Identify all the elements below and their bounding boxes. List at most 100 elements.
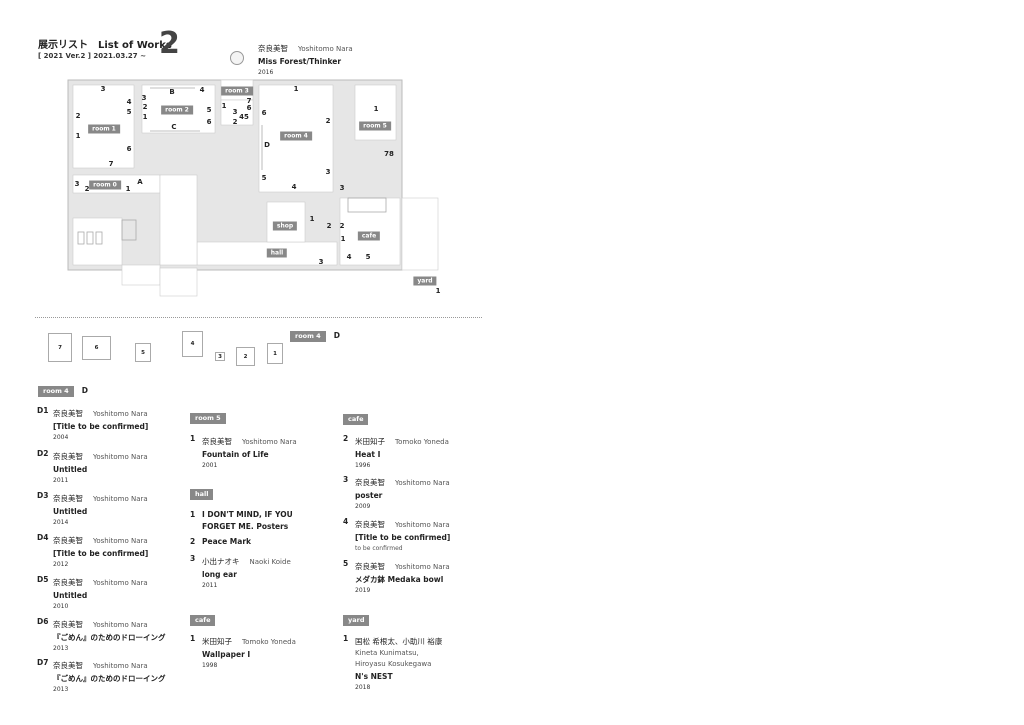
artist-en: Yoshitomo Nara — [242, 438, 297, 446]
work-year: 2013 — [53, 686, 69, 693]
artist-jp: 奈良美智 — [202, 437, 232, 446]
work-title: Peace Mark — [202, 537, 251, 546]
room-label: room 1 — [88, 124, 120, 134]
plan-marker: 7 — [246, 97, 252, 105]
work-number: 2 — [343, 434, 349, 443]
plan-marker: 4 — [199, 86, 205, 94]
artist-jp: 奈良美智 — [53, 452, 83, 461]
floor-plan-drawing — [67, 79, 439, 297]
plan-marker: 1 — [142, 113, 148, 121]
room5-tag: room 5 — [190, 413, 226, 424]
artist-en: Yoshitomo Nara — [93, 537, 148, 545]
artist-en: Yoshitomo Nara — [395, 479, 450, 487]
work-number: D3 — [37, 491, 49, 500]
plan-marker: 1 — [309, 215, 315, 223]
room-label: yard — [413, 276, 437, 286]
work-year: 2009 — [355, 503, 371, 510]
cafe-tag: cafe — [190, 615, 216, 626]
artist-jp: 小出ナオキ — [202, 557, 240, 566]
plan-marker: 7 — [108, 160, 114, 168]
artist-line: 奈良美智 Yoshitomo Nara — [53, 657, 166, 673]
title-jp: 展示リスト — [38, 40, 88, 51]
divider — [35, 317, 482, 318]
plan-marker: D — [264, 141, 270, 149]
work-title: Fountain of Life — [202, 449, 269, 459]
room-label: room 5 — [359, 121, 391, 131]
plan-marker: 1 — [293, 85, 299, 93]
work-title: [Title to be confirmed] — [355, 532, 451, 542]
artist-jp: 奈良美智 — [355, 520, 385, 529]
plan-marker: 5 — [206, 106, 212, 114]
plan-marker: 2 — [232, 118, 238, 126]
work-details: 奈良美智 Yoshitomo Nara 『ごめん』のためのドローイング 2013 — [53, 657, 166, 696]
artist-line: 米田知子 Tomoko Yoneda — [202, 633, 296, 649]
work-number: D1 — [37, 406, 49, 415]
work-number: D5 — [37, 575, 49, 584]
work-title: 『ごめん』のためのドローイング — [53, 673, 166, 683]
artist-jp: 奈良美智 — [355, 562, 385, 571]
work-year: 2011 — [202, 582, 218, 589]
floor-plan: room 1 room 2 room 3 room 4 room 5 room … — [0, 0, 480, 300]
room-label: shop — [272, 221, 298, 231]
artwork-frame: 6 — [82, 336, 111, 360]
artist-en: Yoshitomo Nara — [93, 621, 148, 629]
artist-en: Yoshitomo Nara — [395, 521, 450, 529]
cafe-tag: cafe — [343, 414, 369, 425]
work-number: 4 — [343, 517, 349, 526]
room-label: room 0 — [89, 180, 121, 190]
artist-line: 国松 希根太、小助川 裕康 — [355, 633, 442, 648]
plan-marker: 2 — [325, 117, 331, 125]
plan-marker: 3 — [141, 94, 147, 102]
plan-marker: 3 — [339, 184, 345, 192]
plan-marker: 6 — [206, 118, 212, 126]
plan-marker: 4 — [291, 183, 297, 191]
artwork-frame: 3 — [215, 352, 225, 361]
work-title: poster — [355, 490, 383, 500]
plan-marker: 3 — [74, 180, 80, 188]
wall-heading: room 4 D — [290, 323, 340, 342]
artist-en: Yoshitomo Nara — [93, 579, 148, 587]
work-title: Untitled — [53, 506, 88, 516]
work-number: 3 — [343, 475, 349, 484]
plan-marker: 2 — [142, 103, 148, 111]
artist-jp: 米田知子 — [202, 637, 232, 646]
plan-marker: 3 — [318, 258, 324, 266]
artist-line: 奈良美智 Yoshitomo Nara — [355, 516, 450, 532]
artist-en: Hiroyasu Kosukegawa — [355, 660, 432, 668]
artist-en: Tomoko Yoneda — [242, 638, 296, 646]
work-title: [Title to be confirmed] — [53, 421, 149, 431]
room-label: hall — [266, 248, 288, 258]
work-number: D6 — [37, 617, 49, 626]
room-tag: room 4 — [290, 331, 326, 342]
work-year: 2001 — [202, 462, 218, 469]
circle-marker-icon — [230, 51, 244, 65]
plan-marker: 5 — [261, 174, 267, 182]
artist-jp: 奈良美智 — [53, 661, 83, 670]
artwork-frame: 5 — [135, 343, 151, 362]
section-heading: room 4 D — [38, 378, 88, 397]
plan-marker: 6 — [261, 109, 267, 117]
work-title: N's NEST — [355, 671, 393, 681]
work-year: 2004 — [53, 434, 69, 441]
work-number: 3 — [190, 554, 196, 563]
work-number: D4 — [37, 533, 49, 542]
artist-line: 奈良美智 Yoshitomo Nara — [202, 433, 297, 449]
work-title: Untitled — [53, 590, 88, 600]
plan-marker: 1 — [373, 105, 379, 113]
version-date: [ 2021 Ver.2 ] 2021.03.27 ~ — [38, 52, 146, 60]
artist-en: Yoshitomo Nara — [93, 662, 148, 670]
